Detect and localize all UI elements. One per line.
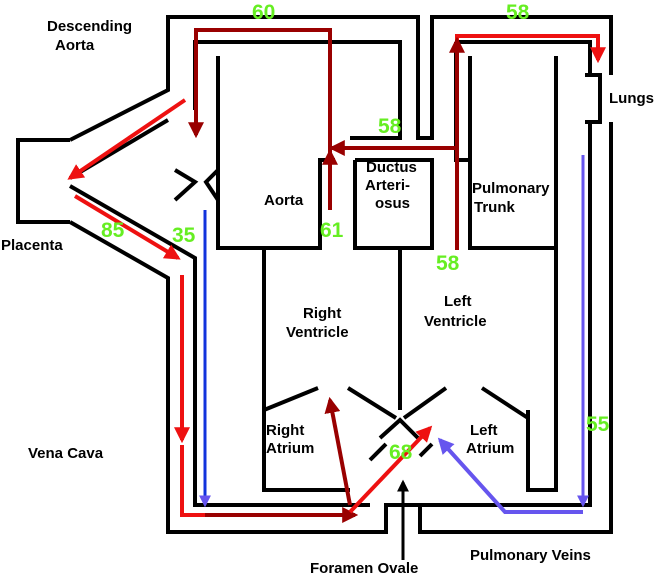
foramen-flap-top	[378, 417, 420, 440]
left-atrium-wall	[526, 56, 558, 492]
lungs-label: Lungs	[609, 90, 654, 107]
foramen-flap-left	[368, 442, 388, 462]
value-ductus-arteriosus: 58	[378, 115, 402, 138]
left-atrium-label-2: Atrium	[466, 440, 514, 457]
ductus-label-2: Arteri-	[365, 177, 410, 194]
pulmonary-trunk-label-1: Pulmonary	[472, 180, 550, 197]
pulmonary-trunk-label-2: Trunk	[474, 199, 515, 216]
tricuspid-right	[346, 386, 398, 420]
structure-labels: Descending Aorta Placenta Vena Cava Aort…	[1, 18, 654, 574]
left-atrium-label-1: Left	[470, 422, 498, 439]
foramen-flap-right	[418, 442, 434, 458]
placenta-label: Placenta	[1, 237, 63, 254]
aorta-arch-arrow	[188, 28, 332, 210]
ductus-label-1: Ductus	[366, 159, 417, 176]
pulmonary-veins-label: Pulmonary Veins	[470, 547, 591, 564]
placenta-box	[16, 138, 70, 224]
value-placenta-vein: 85	[101, 219, 125, 242]
pulmonary-trunk-column	[468, 56, 556, 250]
right-ventricle-label-1: Right	[303, 305, 341, 322]
umbilical-artery-arrow	[67, 98, 187, 180]
ductus-label-3: osus	[375, 195, 410, 212]
value-vena-cava-upper: 35	[172, 224, 196, 247]
valve-left-1	[173, 168, 199, 202]
aorta-label: Aorta	[264, 192, 304, 209]
pulmonary-vein-arrow	[437, 437, 583, 514]
mitral-right	[480, 386, 530, 420]
lung-block	[585, 73, 602, 124]
foramen-ovale-flow-arrow	[348, 425, 433, 514]
right-heart-wall	[262, 248, 350, 492]
pulmonary-artery-wall	[456, 40, 592, 75]
pulmonary-vein-wall	[420, 122, 592, 507]
tricuspid-left	[263, 386, 319, 412]
left-ventricle-label-2: Ventricle	[424, 313, 487, 330]
tricuspid-flow-arrow	[324, 396, 352, 506]
flow-arrows	[67, 28, 606, 560]
outer-lower-wall	[69, 122, 613, 534]
value-pulmonary-trunk: 58	[436, 252, 460, 275]
descending-aorta-label-2: Aorta	[55, 37, 95, 54]
right-atrium-label-1: Right	[266, 422, 304, 439]
vena-cava-inner	[69, 184, 370, 507]
value-pulmonary-veins: 55	[586, 413, 610, 436]
ductus-box	[353, 158, 434, 250]
umbilical-vein-arrow	[73, 194, 181, 260]
value-lungs-artery: 58	[506, 1, 530, 24]
vessel-walls	[16, 15, 613, 534]
descending-aorta-label-1: Descending	[47, 18, 132, 35]
value-aorta-root: 61	[320, 219, 344, 242]
inner-aorta-wall	[193, 40, 402, 140]
right-ventricle-label-2: Ventricle	[286, 324, 349, 341]
value-descending-aorta: 60	[252, 1, 275, 24]
pulmonary-trunk-arrow	[455, 34, 606, 250]
foramen-ovale-label: Foramen Ovale	[310, 560, 418, 574]
vena-cava-label: Vena Cava	[28, 445, 104, 462]
mitral-left	[402, 386, 448, 420]
valve-right-1	[203, 168, 220, 202]
outer-arch-wall	[69, 15, 613, 142]
saturation-values: 60 58 58 85 35 61 58 68 55	[101, 1, 610, 464]
aorta-column	[216, 56, 335, 250]
left-ventricle-label-1: Left	[444, 293, 472, 310]
right-atrium-label-2: Atrium	[266, 440, 314, 457]
value-foramen-ovale: 68	[389, 441, 413, 464]
